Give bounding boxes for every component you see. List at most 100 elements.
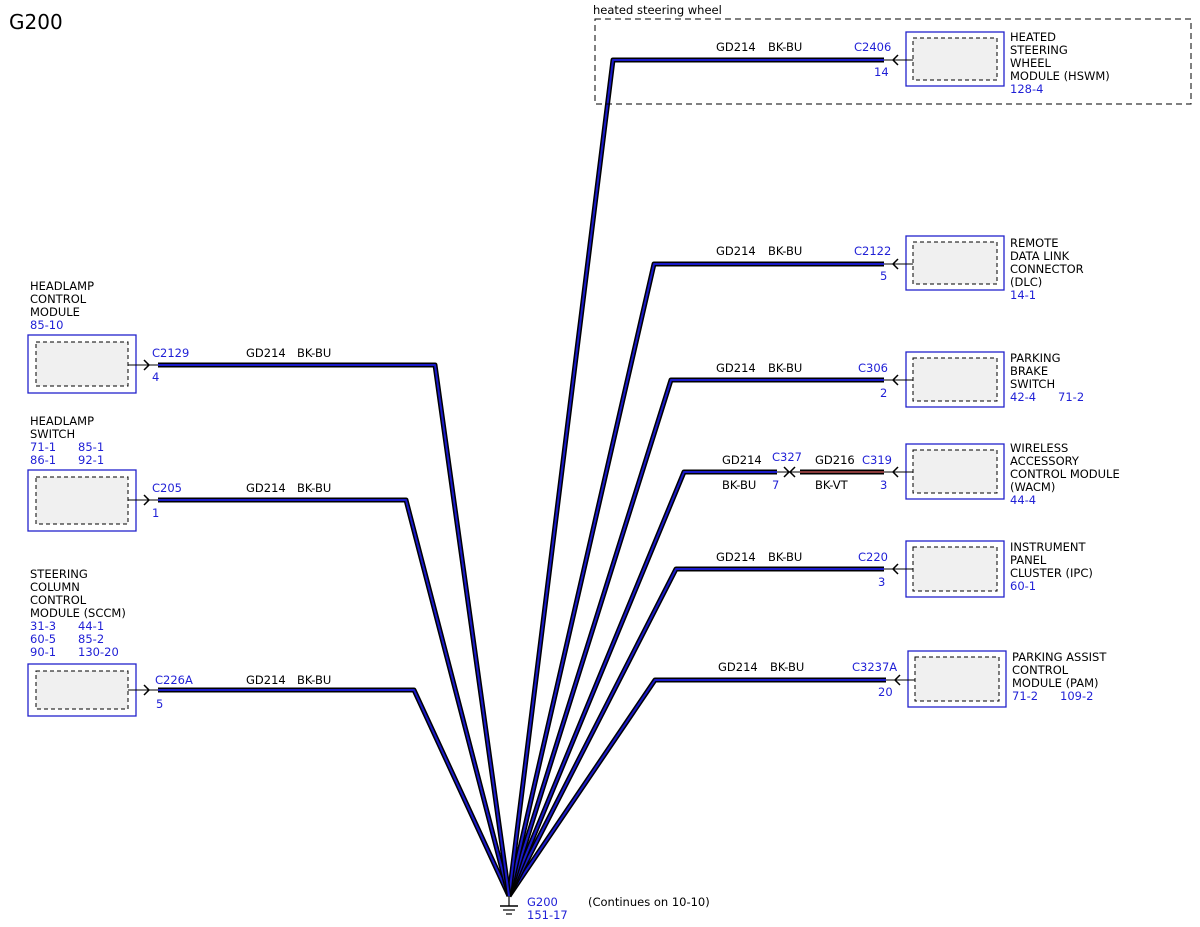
connector-id[interactable]: C306 <box>858 361 888 375</box>
component-name-line: INSTRUMENT <box>1010 540 1086 554</box>
component-inner-box <box>912 449 998 494</box>
component-name-line: CLUSTER (IPC) <box>1010 566 1093 580</box>
connector-arrow-icon <box>891 563 899 575</box>
parking-brake-switch-component <box>884 351 1005 408</box>
connector-id[interactable]: C220 <box>858 550 888 564</box>
wire-color: BK-BU <box>770 660 805 674</box>
component-name-line: PARKING ASSIST <box>1012 650 1107 664</box>
component-name-line: HEATED <box>1010 30 1057 44</box>
sccm-component <box>27 663 158 717</box>
component-inner-box <box>35 476 129 525</box>
wire-color: BK-BU <box>297 481 332 495</box>
circuit-id: GD216 <box>815 453 855 467</box>
inline-circuit-id: GD214 <box>722 453 762 467</box>
ipc-component <box>884 540 1005 598</box>
pin-number: 5 <box>156 697 164 711</box>
pin-number: 14 <box>874 65 889 79</box>
inline-connector-id[interactable]: C327 <box>772 450 802 464</box>
connector-id[interactable]: C2406 <box>854 40 892 54</box>
component-ref[interactable]: 60-5 85-2 <box>30 632 105 646</box>
wire-color: BK-BU <box>297 673 332 687</box>
component-name-line: MODULE (SCCM) <box>30 606 126 620</box>
component-ref[interactable]: 14-1 <box>1010 288 1037 302</box>
inline-wire-color: BK-BU <box>722 478 757 492</box>
connector-id[interactable]: C205 <box>152 481 182 495</box>
wire-color: BK-VT <box>815 478 848 492</box>
wacm-component <box>884 443 1005 500</box>
component-name-line: WHEEL <box>1010 56 1051 70</box>
component-name-line: CONNECTOR <box>1010 262 1084 276</box>
pin-number: 4 <box>152 370 160 384</box>
connector-id[interactable]: C3237A <box>852 660 898 674</box>
ground-icon <box>500 896 518 915</box>
component-ref[interactable]: 71-2 109-2 <box>1012 689 1094 703</box>
component-inner-box <box>912 37 998 81</box>
connector-id[interactable]: C2129 <box>152 346 190 360</box>
component-name-line: MODULE (HSWM) <box>1010 69 1110 83</box>
wire-c2122[interactable] <box>506 261 884 897</box>
wire-color: BK-BU <box>768 244 803 258</box>
ground-ref[interactable]: 151-17 <box>527 908 568 922</box>
component-ref[interactable]: 85-10 <box>30 318 64 332</box>
connector-id[interactable]: C319 <box>862 453 892 467</box>
pin-number: 1 <box>152 506 160 520</box>
component-ref[interactable]: 42-4 71-2 <box>1010 390 1085 404</box>
circuit-id: GD214 <box>718 660 758 674</box>
component-ref[interactable]: 44-4 <box>1010 493 1037 507</box>
component-name-line: STEERING <box>30 567 88 581</box>
wire-c2129[interactable] <box>158 362 512 897</box>
component-name-line: COLUMN <box>30 580 80 594</box>
pin-number: 5 <box>880 269 888 283</box>
connector-arrow-icon <box>143 494 151 506</box>
wire-color: BK-BU <box>768 40 803 54</box>
component-inner-box <box>35 670 129 710</box>
component-ref[interactable]: 31-3 44-1 <box>30 619 105 633</box>
component-ref[interactable]: 60-1 <box>1010 579 1037 593</box>
connector-id[interactable]: C2122 <box>854 244 892 258</box>
wire-color: BK-BU <box>768 361 803 375</box>
component-name-line: CONTROL <box>30 292 87 306</box>
component-name-line: MODULE (PAM) <box>1012 676 1099 690</box>
component-name-line: CONTROL <box>30 593 87 607</box>
wire-c2406[interactable] <box>506 57 884 897</box>
circuit-id: GD214 <box>716 244 756 258</box>
circuit-id: GD214 <box>246 673 286 687</box>
component-inner-box <box>35 341 129 387</box>
wire-c220[interactable] <box>506 566 884 898</box>
component-ref[interactable]: 86-1 92-1 <box>30 453 105 467</box>
connector-arrow-icon <box>143 359 151 371</box>
connector-arrow-icon <box>891 374 899 386</box>
connector-id[interactable]: C226A <box>155 673 193 687</box>
circuit-id: GD214 <box>246 346 286 360</box>
component-name-line: STEERING <box>1010 43 1068 57</box>
page-title: G200 <box>9 10 63 34</box>
component-ref[interactable]: 90-1 130-20 <box>30 645 119 659</box>
component-inner-box <box>914 656 1000 702</box>
wire-c3237a[interactable] <box>506 677 886 898</box>
circuit-id: GD214 <box>716 40 756 54</box>
component-name-line: SWITCH <box>30 427 76 441</box>
component-ref[interactable]: 128-4 <box>1010 82 1044 96</box>
circuit-id: GD214 <box>716 550 756 564</box>
circuit-id: GD214 <box>246 481 286 495</box>
component-name-line: DATA LINK <box>1010 249 1070 263</box>
component-name-line: HEADLAMP <box>30 414 95 428</box>
headlamp-switch-component <box>27 469 158 532</box>
connector-arrow-icon <box>143 684 151 696</box>
inline-connector-arrows-icon <box>777 466 800 478</box>
wire-c306[interactable] <box>506 377 884 897</box>
component-ref[interactable]: 71-1 85-1 <box>30 440 105 454</box>
component-name-line: HEADLAMP <box>30 279 95 293</box>
wire-c327[interactable] <box>506 469 777 897</box>
wire-c205[interactable] <box>158 497 512 897</box>
connector-arrow-icon <box>891 54 899 66</box>
connector-arrow-icon <box>891 258 899 270</box>
continuation-note: (Continues on 10-10) <box>588 895 710 909</box>
pin-number: 20 <box>878 685 893 699</box>
ground-name[interactable]: G200 <box>527 895 558 909</box>
pin-number: 3 <box>878 575 886 589</box>
component-name-line: REMOTE <box>1010 236 1059 250</box>
wire-c226a[interactable] <box>158 687 512 898</box>
dlc-component <box>884 235 1005 291</box>
component-name-line: CONTROL MODULE <box>1010 467 1120 481</box>
